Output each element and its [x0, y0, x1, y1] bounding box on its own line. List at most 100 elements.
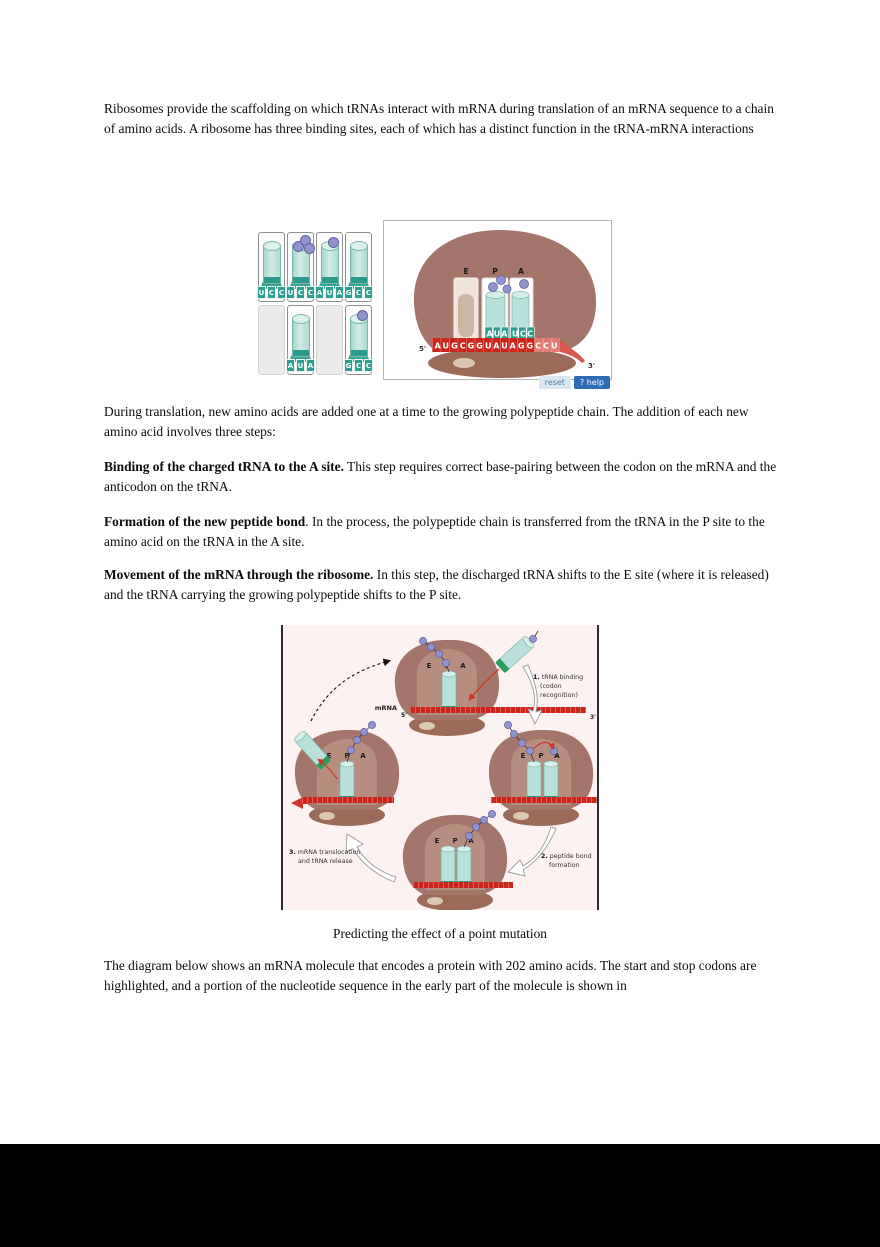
closing-paragraph: The diagram below shows an mRNA molecule… [104, 956, 780, 996]
step2-paragraph: Formation of the new peptide bond. In th… [104, 512, 780, 552]
trna-cylinder [291, 314, 310, 357]
mrna-sequence: AUGCGGUAUAGGCCU [435, 342, 558, 351]
step2-heading: Formation of the new peptide bond [104, 514, 306, 529]
trna-cylinder [262, 241, 281, 284]
anticodon-letter: C [306, 286, 315, 299]
anticodon-letter: G [344, 359, 353, 372]
step3-arrow [345, 833, 397, 883]
three-prime-label: 3' [588, 362, 595, 370]
three-prime-label: 3' [590, 714, 596, 721]
anticodon-letter: C [296, 286, 305, 299]
recycle-dashed-arrow [310, 658, 392, 722]
bottom-black-bar [0, 1144, 880, 1247]
translation-cycle-figure: E P A mRNA 5' 3' [281, 625, 599, 911]
reset-button[interactable]: reset [538, 376, 571, 389]
anticodon-letter: C [277, 286, 286, 299]
anticodon-letter: A [286, 359, 295, 372]
anticodon-letter: C [354, 286, 363, 299]
trna-cylinder [349, 241, 368, 284]
step3-label: 3.mRNA translocation and tRNA release [289, 849, 360, 865]
cycle-top-ribosome: mRNA 5' 3' [375, 630, 596, 736]
cycle-right-ribosome [488, 721, 597, 826]
cycle-left-ribosome [291, 721, 400, 826]
ribosome-panel: E P A AUA UCC [383, 220, 612, 380]
mrna-label: mRNA [375, 704, 397, 712]
during-text: During translation, new amino acids are … [104, 404, 749, 439]
step1-paragraph: Binding of the charged tRNA to the A sit… [104, 457, 780, 497]
svg-text:recognition): recognition) [540, 692, 578, 699]
exercise-buttons: reset ? help [383, 376, 610, 389]
step3-text: In this step, the discharged tRNA shifts… [104, 567, 769, 602]
mrna-strand [410, 707, 586, 713]
tray-empty-slot [258, 305, 285, 375]
incoming-trna [494, 634, 536, 674]
five-prime-label: 5' [401, 712, 407, 719]
amino-acid-bead [502, 284, 512, 294]
anticodon-letter: A [306, 359, 315, 372]
anticodon-letter: A [315, 286, 324, 299]
anticodon-letter: U [296, 359, 305, 372]
mrna-strand [302, 797, 394, 803]
trna-cylinder [349, 314, 368, 357]
step2-arrow [507, 826, 557, 877]
ribosome-small-subunit [428, 348, 576, 378]
closing-text: The diagram below shows an mRNA molecule… [104, 958, 757, 993]
section-caption: Predicting the effect of a point mutatio… [333, 926, 547, 941]
translation-cycle-illustration: E P A mRNA 5' 3' [289, 630, 597, 911]
amino-acid-bead [293, 241, 304, 252]
step3-paragraph: Movement of the mRNA through the ribosom… [104, 565, 780, 605]
step1-label: 1.tRNA binding (codon recognition) [533, 674, 583, 699]
during-paragraph: During translation, new amino acids are … [104, 402, 780, 442]
anticodon-letter: C [364, 359, 373, 372]
step2-text: . In the process, the polypeptide chain … [104, 514, 765, 549]
e-site-inner [458, 294, 474, 337]
svg-text:(codon: (codon [540, 683, 562, 690]
a-site-label: A [518, 267, 524, 276]
anticodon-letter: U [286, 286, 295, 299]
intro-paragraph: Ribosomes provide the scaffolding on whi… [104, 99, 780, 139]
step1-arrow [522, 664, 543, 726]
anticodon-letter: U [257, 286, 266, 299]
svg-text:formation: formation [549, 862, 580, 869]
p-anticodon-label: AUA [487, 330, 509, 339]
amino-acid-bead [519, 279, 529, 289]
ribosome-beige-spot [453, 358, 475, 368]
step2-label: 2.peptide bond formation [541, 853, 592, 869]
anticodon-letter: A [335, 286, 344, 299]
e-site-label: E [463, 267, 468, 276]
amino-acid-bead [357, 310, 368, 321]
amino-acid-bead [328, 237, 339, 248]
amino-acid-bead [488, 282, 498, 292]
svg-text:1.tRNA binding: 1.tRNA binding [533, 674, 583, 681]
svg-text:2.peptide bond: 2.peptide bond [541, 853, 592, 860]
anticodon-letter: C [267, 286, 276, 299]
anticodon-letter: G [344, 286, 353, 299]
anticodon-letter: C [364, 286, 373, 299]
p-site-trna: AUA [484, 275, 512, 340]
anticodon-letter: U [325, 286, 334, 299]
step1-text: This step requires correct base-pairing … [104, 459, 777, 494]
a-anticodon-label: UCC [512, 330, 533, 339]
amino-acid-bead [496, 275, 506, 285]
svg-text:3.mRNA translocation: 3.mRNA translocation [289, 849, 360, 856]
mrna-faded-tail [534, 338, 560, 352]
cycle-bottom-ribosome [402, 810, 513, 911]
help-button[interactable]: ? help [573, 376, 610, 389]
mrna-strand: AUGCGGUAUAGGCCU 5' 3' [419, 338, 595, 370]
five-prime-label: 5' [419, 345, 426, 353]
step3-heading: Movement of the mRNA through the ribosom… [104, 567, 374, 582]
anticodon-letter: C [354, 359, 363, 372]
